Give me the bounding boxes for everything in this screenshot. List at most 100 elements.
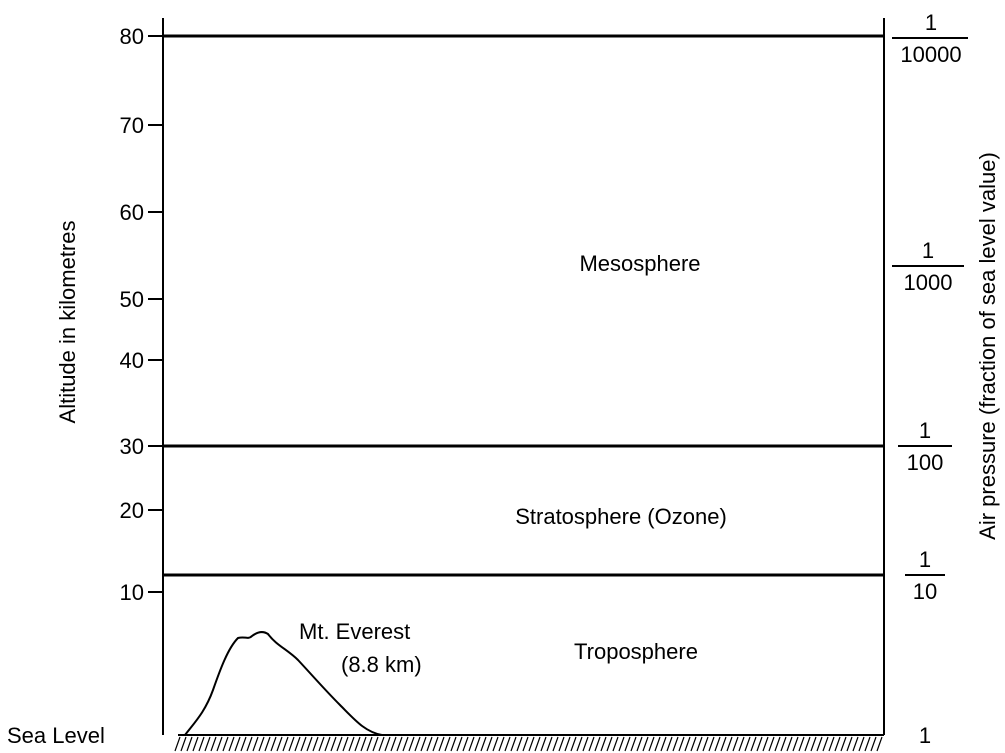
hatch-mark	[696, 736, 703, 752]
hatch-mark	[654, 736, 661, 752]
hatch-mark	[582, 736, 589, 752]
hatch-mark	[834, 736, 841, 752]
hatch-mark	[438, 736, 445, 752]
hatch-mark	[738, 736, 745, 752]
hatch-mark	[240, 736, 247, 752]
hatch-mark	[810, 736, 817, 752]
hatch-mark	[540, 736, 547, 752]
hatch-mark	[516, 736, 523, 752]
hatch-mark	[378, 736, 385, 752]
hatch-mark	[558, 736, 565, 752]
hatch-mark	[252, 736, 259, 752]
pressure-sea-level: 1	[919, 723, 931, 748]
hatch-mark	[606, 736, 613, 752]
y-tick-label: 40	[120, 348, 144, 373]
hatch-mark	[594, 736, 601, 752]
hatch-mark	[336, 736, 343, 752]
y-tick-label: 80	[120, 24, 144, 49]
fraction-numerator: 1	[919, 547, 931, 572]
hatch-mark	[510, 736, 517, 752]
hatch-mark	[618, 736, 625, 752]
hatch-mark	[264, 736, 271, 752]
hatch-mark	[384, 736, 391, 752]
hatch-mark	[624, 736, 631, 752]
hatch-mark	[864, 736, 871, 752]
hatch-mark	[876, 736, 883, 752]
hatch-mark	[720, 736, 727, 752]
hatch-mark	[852, 736, 859, 752]
stratosphere-label: Stratosphere (Ozone)	[515, 504, 727, 529]
fraction-denominator: 100	[907, 450, 944, 475]
hatch-mark	[870, 736, 877, 752]
hatch-mark	[348, 736, 355, 752]
hatch-mark	[546, 736, 553, 752]
hatch-mark	[312, 736, 319, 752]
fraction-denominator: 10	[913, 579, 937, 604]
hatch-mark	[672, 736, 679, 752]
y-tick-label: 70	[120, 113, 144, 138]
hatch-mark	[210, 736, 217, 752]
hatch-mark	[426, 736, 433, 752]
hatch-mark	[660, 736, 667, 752]
y-tick-label: 10	[120, 580, 144, 605]
hatch-mark	[570, 736, 577, 752]
hatch-mark	[282, 736, 289, 752]
hatch-mark	[702, 736, 709, 752]
hatch-mark	[396, 736, 403, 752]
hatch-mark	[678, 736, 685, 752]
hatch-mark	[318, 736, 325, 752]
hatch-mark	[588, 736, 595, 752]
hatch-mark	[600, 736, 607, 752]
hatch-mark	[270, 736, 277, 752]
hatch-mark	[822, 736, 829, 752]
hatch-mark	[258, 736, 265, 752]
mesosphere-label: Mesosphere	[579, 251, 700, 276]
fraction-numerator: 1	[925, 10, 937, 35]
hatch-mark	[372, 736, 379, 752]
hatch-mark	[726, 736, 733, 752]
hatch-mark	[192, 736, 199, 752]
hatch-mark	[354, 736, 361, 752]
hatch-mark	[522, 736, 529, 752]
hatch-mark	[480, 736, 487, 752]
hatch-mark	[816, 736, 823, 752]
hatch-mark	[408, 736, 415, 752]
y-tick-label: 50	[120, 287, 144, 312]
hatch-mark	[456, 736, 463, 752]
hatch-mark	[498, 736, 505, 752]
hatch-mark	[528, 736, 535, 752]
hatch-mark	[300, 736, 307, 752]
right-axis-title: Air pressure (fraction of sea level valu…	[975, 152, 1000, 540]
hatch-mark	[786, 736, 793, 752]
hatch-mark	[552, 736, 559, 752]
hatch-mark	[204, 736, 211, 752]
hatch-mark	[744, 736, 751, 752]
hatch-mark	[534, 736, 541, 752]
hatch-mark	[774, 736, 781, 752]
hatch-mark	[756, 736, 763, 752]
hatch-mark	[666, 736, 673, 752]
hatch-mark	[474, 736, 481, 752]
hatch-mark	[768, 736, 775, 752]
hatch-mark	[798, 736, 805, 752]
hatch-mark	[648, 736, 655, 752]
hatch-mark	[414, 736, 421, 752]
hatch-mark	[804, 736, 811, 752]
ground-hatching	[174, 736, 883, 752]
y-tick-label: 60	[120, 200, 144, 225]
hatch-mark	[234, 736, 241, 752]
fraction-numerator: 1	[919, 418, 931, 443]
hatch-mark	[642, 736, 649, 752]
fraction-numerator: 1	[922, 238, 934, 263]
hatch-mark	[228, 736, 235, 752]
y-ticks	[148, 35, 163, 593]
hatch-mark	[246, 736, 253, 752]
hatch-mark	[432, 736, 439, 752]
hatch-mark	[360, 736, 367, 752]
hatch-mark	[708, 736, 715, 752]
hatch-mark	[636, 736, 643, 752]
hatch-mark	[294, 736, 301, 752]
hatch-mark	[306, 736, 313, 752]
hatch-mark	[750, 736, 757, 752]
